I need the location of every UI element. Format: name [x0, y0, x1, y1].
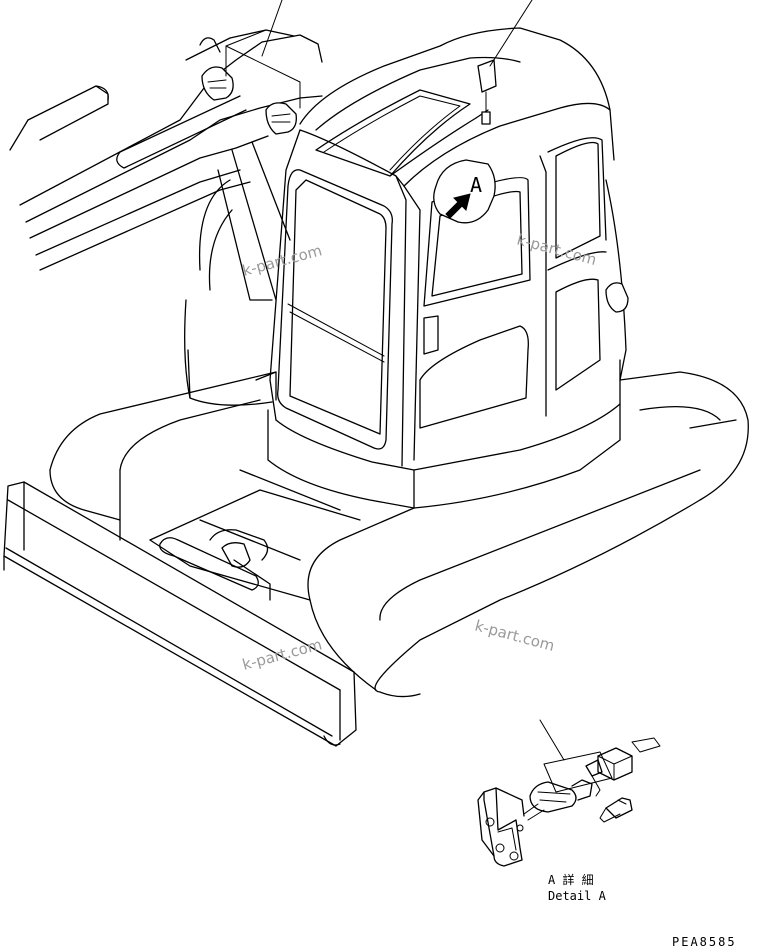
upper-structure [184, 179, 277, 406]
callout-a: A [433, 159, 496, 224]
watermark: k-part.com [240, 241, 324, 280]
operator-cab [267, 27, 629, 509]
detail-a-part [477, 719, 661, 867]
detail-caption-english: Detail A [548, 889, 607, 903]
watermark: k-part.com [515, 230, 599, 269]
detail-caption-japanese: A 詳 細 [548, 872, 594, 887]
dozer-blade [3, 481, 357, 747]
watermark: k-part.com [240, 635, 324, 674]
drawing-number: PEA8585 [672, 935, 737, 949]
undercarriage [49, 371, 749, 698]
watermark: k-part.com [473, 616, 557, 655]
beacon-antenna [477, 0, 533, 125]
boom-arm [9, 29, 323, 301]
callout-label: A [470, 173, 482, 197]
work-lamps [201, 0, 301, 135]
